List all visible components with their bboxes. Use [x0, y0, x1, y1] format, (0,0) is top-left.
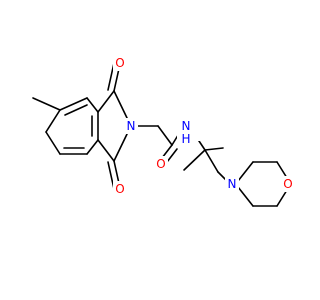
bond-imide-bottom-carbon	[97, 139, 115, 162]
atom-n-imide: N	[124, 118, 138, 134]
bond-benzene-1	[59, 97, 88, 111]
atom-labels: O O N O N H N	[113, 55, 295, 197]
atom-o-morpholine: O	[281, 176, 295, 192]
atom-n-morpholine: N	[225, 176, 239, 192]
atom-n-morpholine-label: N	[228, 177, 237, 191]
atom-o-imide-bottom: O	[113, 181, 127, 197]
bond-morpholine-1	[237, 161, 254, 182]
bond-ch2-morpholine-n	[217, 171, 227, 181]
bond-imide-top-carbon	[97, 90, 115, 113]
bond-quaternary-ch2	[204, 149, 219, 173]
bond-benzene-2	[86, 97, 99, 113]
bond-amide-carbonyl-double	[166, 148, 178, 163]
atom-o-morpholine-label: O	[283, 177, 292, 191]
bond-imide-bottom-n	[113, 131, 129, 162]
bond-benzene-7	[45, 109, 61, 133]
bond-amide-carbonyl	[161, 144, 173, 159]
bond-morpholine-4	[276, 189, 288, 207]
atom-o-amide-label: O	[156, 157, 165, 171]
bond-benzene-6	[45, 131, 61, 155]
bond-benzene-1-inner	[64, 104, 88, 116]
atom-nh-amide: N H	[177, 117, 201, 146]
bond-morpholine-6	[237, 186, 254, 207]
bond-morpholine-3	[276, 161, 288, 179]
bond-ch2-carbonyl	[157, 125, 173, 146]
bond-imide-top-n	[113, 90, 129, 121]
bond-benzene-4	[86, 139, 99, 155]
molecule-structure: O O N O N H N	[32, 55, 295, 207]
molecule-structure-canvas: O O N O N H N	[32, 55, 295, 207]
atom-o-imide-top: O	[113, 55, 127, 71]
atom-n-imide-label: N	[127, 119, 136, 133]
bond-lines	[32, 62, 288, 207]
atom-n-amide-label: N	[182, 119, 191, 133]
atom-o-imide-bottom-label: O	[115, 182, 124, 196]
atom-o-amide: O	[154, 156, 168, 172]
bond-quaternary-methyl-right	[204, 147, 224, 151]
atom-o-imide-top-label: O	[115, 56, 124, 70]
atom-h-amide-label: H	[181, 132, 190, 146]
bond-quaternary-methyl-left	[183, 149, 206, 171]
bond-methyl	[32, 97, 61, 111]
